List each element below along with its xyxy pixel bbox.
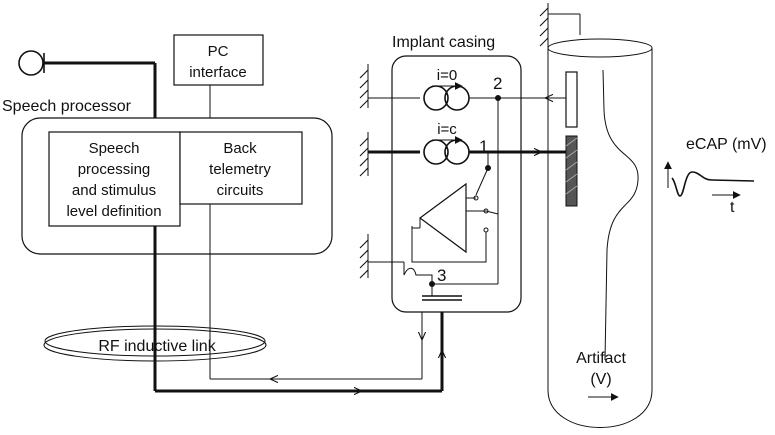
ground-symbol-1	[359, 64, 420, 109]
node-3-label: 3	[437, 266, 446, 285]
ground-symbol-3	[359, 234, 404, 279]
pc-interface-label-2: interface	[189, 64, 247, 81]
pc-interface-label: PC	[208, 43, 229, 60]
svg-text:Speech: Speech	[89, 140, 140, 157]
svg-text:Back: Back	[223, 140, 257, 157]
svg-text:processing: processing	[78, 161, 151, 178]
pc-interface-box: PC interface	[173, 34, 264, 86]
cochlea-shape	[539, 3, 653, 428]
artifact-label: Artifact	[576, 350, 626, 367]
svg-text:i=c: i=c	[437, 121, 457, 138]
svg-text:circuits: circuits	[217, 182, 264, 199]
node-1-label: 1	[479, 137, 488, 156]
svg-text:telemetry: telemetry	[209, 161, 271, 178]
implant-casing-box	[391, 55, 522, 313]
microphone-icon	[18, 50, 157, 118]
electrode-recording	[565, 71, 578, 128]
rf-link-label: RF inductive link	[98, 338, 216, 355]
speech-processing-box: Speech processing and stimulus level def…	[48, 131, 181, 227]
speech-processor-label: Speech processor	[2, 98, 132, 115]
artifact-waveform	[602, 69, 639, 361]
artifact-unit-label: (V)	[590, 371, 611, 388]
amplifier-icon	[411, 182, 487, 263]
node-3-capacitor: 3	[403, 262, 498, 301]
current-source-zero: i=0 2	[423, 67, 502, 284]
svg-text:and stimulus: and stimulus	[72, 182, 156, 199]
implant-casing-label: Implant casing	[392, 34, 495, 51]
time-label: t	[730, 199, 735, 216]
current-source-c: i=c 1	[423, 121, 566, 171]
ecap-waveform	[671, 171, 755, 197]
ground-symbol-2	[359, 132, 420, 177]
electrode-stimulating	[565, 135, 578, 207]
svg-text:level definition: level definition	[66, 203, 161, 220]
rf-link-coil: RF inductive link	[43, 325, 267, 362]
svg-text:i=0: i=0	[437, 67, 457, 84]
node-2-label: 2	[493, 74, 502, 93]
ecap-label: eCAP (mV)	[686, 136, 767, 153]
back-telemetry-box: Back telemetry circuits	[179, 131, 303, 205]
